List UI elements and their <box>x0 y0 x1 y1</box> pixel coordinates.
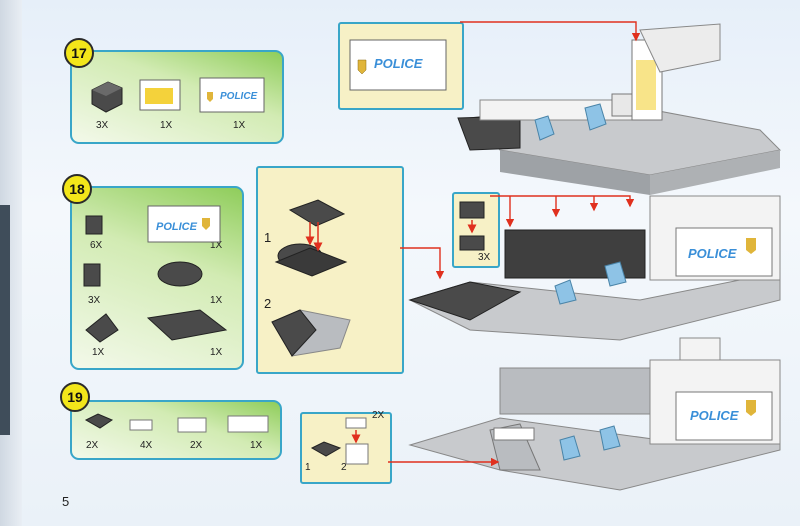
svg-text:POLICE: POLICE <box>220 91 258 102</box>
step-17-count-1: 3X <box>96 120 109 131</box>
svg-text:POLICE: POLICE <box>688 246 737 261</box>
step-18-substep-2: 2 <box>264 296 272 311</box>
svg-text:POLICE: POLICE <box>374 56 423 71</box>
step-18-subassembly <box>271 199 351 357</box>
step-17-parts: POLICE <box>91 77 265 113</box>
svg-text:POLICE: POLICE <box>156 221 198 233</box>
step-19-count-2: 4X <box>140 440 153 451</box>
step-19-count-4: 1X <box>250 440 263 451</box>
step-19-substep-1: 1 <box>305 462 311 473</box>
step-19-subassembly <box>310 417 369 465</box>
step-18-count-5: 1X <box>92 347 105 358</box>
step-18-count-3: 3X <box>88 295 101 306</box>
step-19-parts <box>84 413 269 433</box>
svg-text:POLICE: POLICE <box>690 408 739 423</box>
step-19-count-3: 2X <box>190 440 203 451</box>
step-17-count-2: 1X <box>160 120 173 131</box>
step-17-callout-panel: POLICE <box>349 39 447 91</box>
page-edge-shadow <box>0 205 10 435</box>
step-19-number: 19 <box>60 382 90 412</box>
step-18-substep-1: 1 <box>264 230 272 245</box>
step-17-count-3: 1X <box>233 120 246 131</box>
step-18-number: 18 <box>62 174 92 204</box>
step-18-count-4: 1X <box>210 295 223 306</box>
step-18-subassembly-panel <box>256 166 404 374</box>
step-18-inset-bricks <box>459 201 485 251</box>
step-19-model: POLICE <box>408 337 781 491</box>
step-19-inset-count: 2X <box>372 410 385 421</box>
step-18-inset-count: 3X <box>478 252 491 263</box>
step-17-number: 17 <box>64 38 94 68</box>
step-18-parts: POLICE <box>83 205 228 343</box>
assembly-arrows <box>388 21 641 467</box>
step-18-count-6: 1X <box>210 347 223 358</box>
step-19-substep-2: 2 <box>341 462 347 473</box>
step-18-count-1: 6X <box>90 240 103 251</box>
step-18-count-2: 1X <box>210 240 223 251</box>
page-number: 5 <box>62 494 70 509</box>
step-17-model <box>457 23 782 195</box>
step-19-count-1: 2X <box>86 440 99 451</box>
step-18-model: POLICE <box>408 195 781 341</box>
